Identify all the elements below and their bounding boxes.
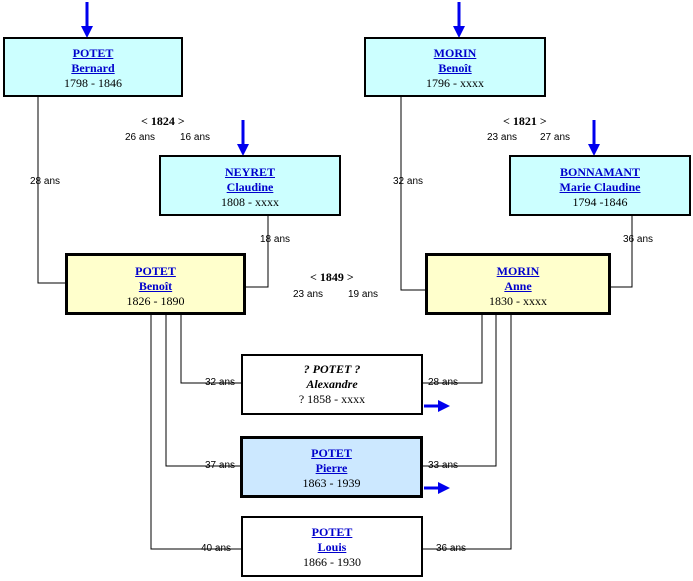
life-dates: 1863 - 1939 [302, 476, 361, 490]
ancestor-arrow-benoit-morin[interactable] [452, 2, 466, 38]
given-name-link[interactable]: Anne [504, 279, 532, 293]
given-name-link[interactable]: Claudine [226, 180, 274, 194]
person-box-anne-morin: MORIN Anne 1830 - xxxx [425, 253, 611, 315]
life-dates: 1830 - xxxx [489, 294, 547, 308]
surname-link[interactable]: POTET [311, 446, 352, 460]
person-box-louis-potet: POTET Louis 1866 - 1930 [241, 516, 423, 577]
life-dates: 1866 - 1930 [303, 555, 361, 569]
given-name-link[interactable]: Louis [317, 540, 347, 554]
given-name-link[interactable]: Marie Claudine [559, 180, 641, 194]
person-box-alexandre-potet: ? POTET ? Alexandre ? 1858 - xxxx [241, 354, 423, 415]
husband-age-at-marriage: 26 ans [125, 132, 156, 143]
age-at-child-birth: 40 ans [201, 543, 232, 554]
person-box-benoit-morin: MORIN Benoît 1796 - xxxx [364, 37, 546, 97]
given-name-link[interactable]: Pierre [315, 461, 348, 475]
marriage-date-1821: < 1821 > [503, 114, 547, 128]
ancestor-arrow-marie-claudine[interactable] [587, 120, 601, 156]
surname-link[interactable]: BONNAMANT [560, 165, 640, 179]
surname-link[interactable]: POTET [72, 46, 114, 60]
life-dates: ? 1858 - xxxx [298, 392, 366, 406]
life-dates: 1826 - 1890 [126, 294, 185, 308]
surname-link[interactable]: MORIN [496, 264, 540, 278]
ancestor-arrow-bernard[interactable] [80, 2, 94, 38]
age-at-child-birth: 33 ans [428, 460, 459, 471]
surname-link[interactable]: NEYRET [224, 165, 275, 179]
age-at-child-birth: 37 ans [205, 460, 236, 471]
given-name-link[interactable]: Bernard [71, 61, 115, 75]
wife-age-at-marriage: 19 ans [348, 289, 379, 300]
surname-label: ? POTET ? [303, 362, 361, 376]
given-name-label: Alexandre [306, 377, 358, 391]
descendant-arrow-alexandre[interactable] [424, 399, 450, 413]
person-box-claudine-neyret: NEYRET Claudine 1808 - xxxx [159, 155, 341, 216]
person-box-benoit-potet: POTET Benoît 1826 - 1890 [65, 253, 246, 315]
surname-link[interactable]: POTET [135, 264, 176, 278]
ancestor-arrow-claudine[interactable] [236, 120, 250, 156]
age-at-child-birth: 28 ans [428, 377, 459, 388]
life-dates: 1796 - xxxx [426, 76, 484, 90]
person-box-marie-claudine-bonnamant: BONNAMANT Marie Claudine 1794 -1846 [509, 155, 691, 216]
age-at-child-birth: 36 ans [623, 234, 654, 245]
husband-age-at-marriage: 23 ans [293, 289, 324, 300]
life-dates: 1798 - 1846 [64, 76, 122, 90]
age-at-child-birth: 36 ans [436, 543, 467, 554]
age-at-child-birth: 32 ans [205, 377, 236, 388]
surname-link[interactable]: POTET [311, 525, 353, 539]
husband-age-at-marriage: 23 ans [487, 132, 518, 143]
marriage-date-1849: < 1849 > [310, 270, 354, 284]
life-dates: 1794 -1846 [572, 195, 628, 209]
person-box-pierre-potet: POTET Pierre 1863 - 1939 [240, 436, 423, 498]
given-name-link[interactable]: Benoît [138, 279, 173, 293]
wife-age-at-marriage: 16 ans [180, 132, 211, 143]
surname-link[interactable]: MORIN [433, 46, 477, 60]
age-at-child-birth: 28 ans [30, 176, 61, 187]
person-box-bernard-potet: POTET Bernard 1798 - 1846 [3, 37, 183, 97]
descendant-arrow-pierre[interactable] [424, 481, 450, 495]
age-at-child-birth: 32 ans [393, 176, 424, 187]
given-name-link[interactable]: Benoît [438, 61, 472, 75]
life-dates: 1808 - xxxx [221, 195, 279, 209]
age-at-child-birth: 18 ans [260, 234, 291, 245]
marriage-date-1824: < 1824 > [141, 114, 185, 128]
wife-age-at-marriage: 27 ans [540, 132, 571, 143]
